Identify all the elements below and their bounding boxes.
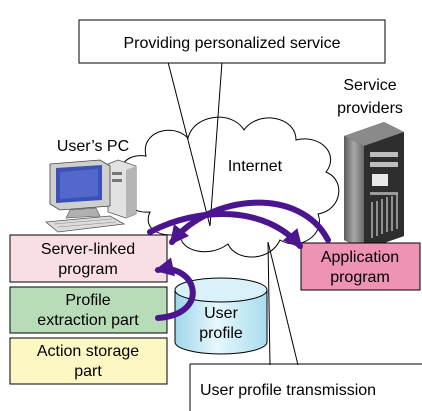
arrow-server-linked-to-app <box>147 211 303 249</box>
desktop-pc-icon <box>45 159 137 233</box>
service-providers-label-1: Service <box>343 77 396 94</box>
server-linked-program-box: Server-linked program <box>9 234 168 283</box>
service-providers-label-2: providers <box>337 100 403 117</box>
profile-extraction-label-2: extraction part <box>37 312 139 329</box>
application-program-box: Application program <box>300 242 421 291</box>
server-linked-label-2: program <box>58 261 118 278</box>
service-callout-text: Providing personalized service <box>124 35 341 52</box>
transmission-callout-text: User profile transmission <box>200 382 376 399</box>
profile-extraction-label-1: Profile <box>65 292 110 309</box>
server-tower-icon <box>344 122 404 250</box>
users-pc-label: User’s PC <box>57 138 129 155</box>
internet-label: Internet <box>228 158 283 175</box>
action-storage-label-1: Action storage <box>37 343 139 360</box>
arrow-app-to-server-linked <box>169 199 331 246</box>
action-storage-label-2: part <box>74 363 102 380</box>
user-profile-label-2: profile <box>199 325 243 342</box>
action-storage-box: Action storage part <box>9 337 168 385</box>
arrow-extraction-to-server-linked <box>154 257 196 321</box>
transmission-callout: User profile transmission <box>189 241 422 411</box>
application-label-1: Application <box>321 249 399 266</box>
application-label-2: program <box>330 269 390 286</box>
user-profile-label-1: User <box>204 305 238 322</box>
server-linked-label-1: Server-linked <box>41 241 135 258</box>
user-profile-database: User profile <box>174 277 268 355</box>
service-callout: Providing personalized service <box>78 19 386 227</box>
profile-extraction-box: Profile extraction part <box>9 286 168 334</box>
